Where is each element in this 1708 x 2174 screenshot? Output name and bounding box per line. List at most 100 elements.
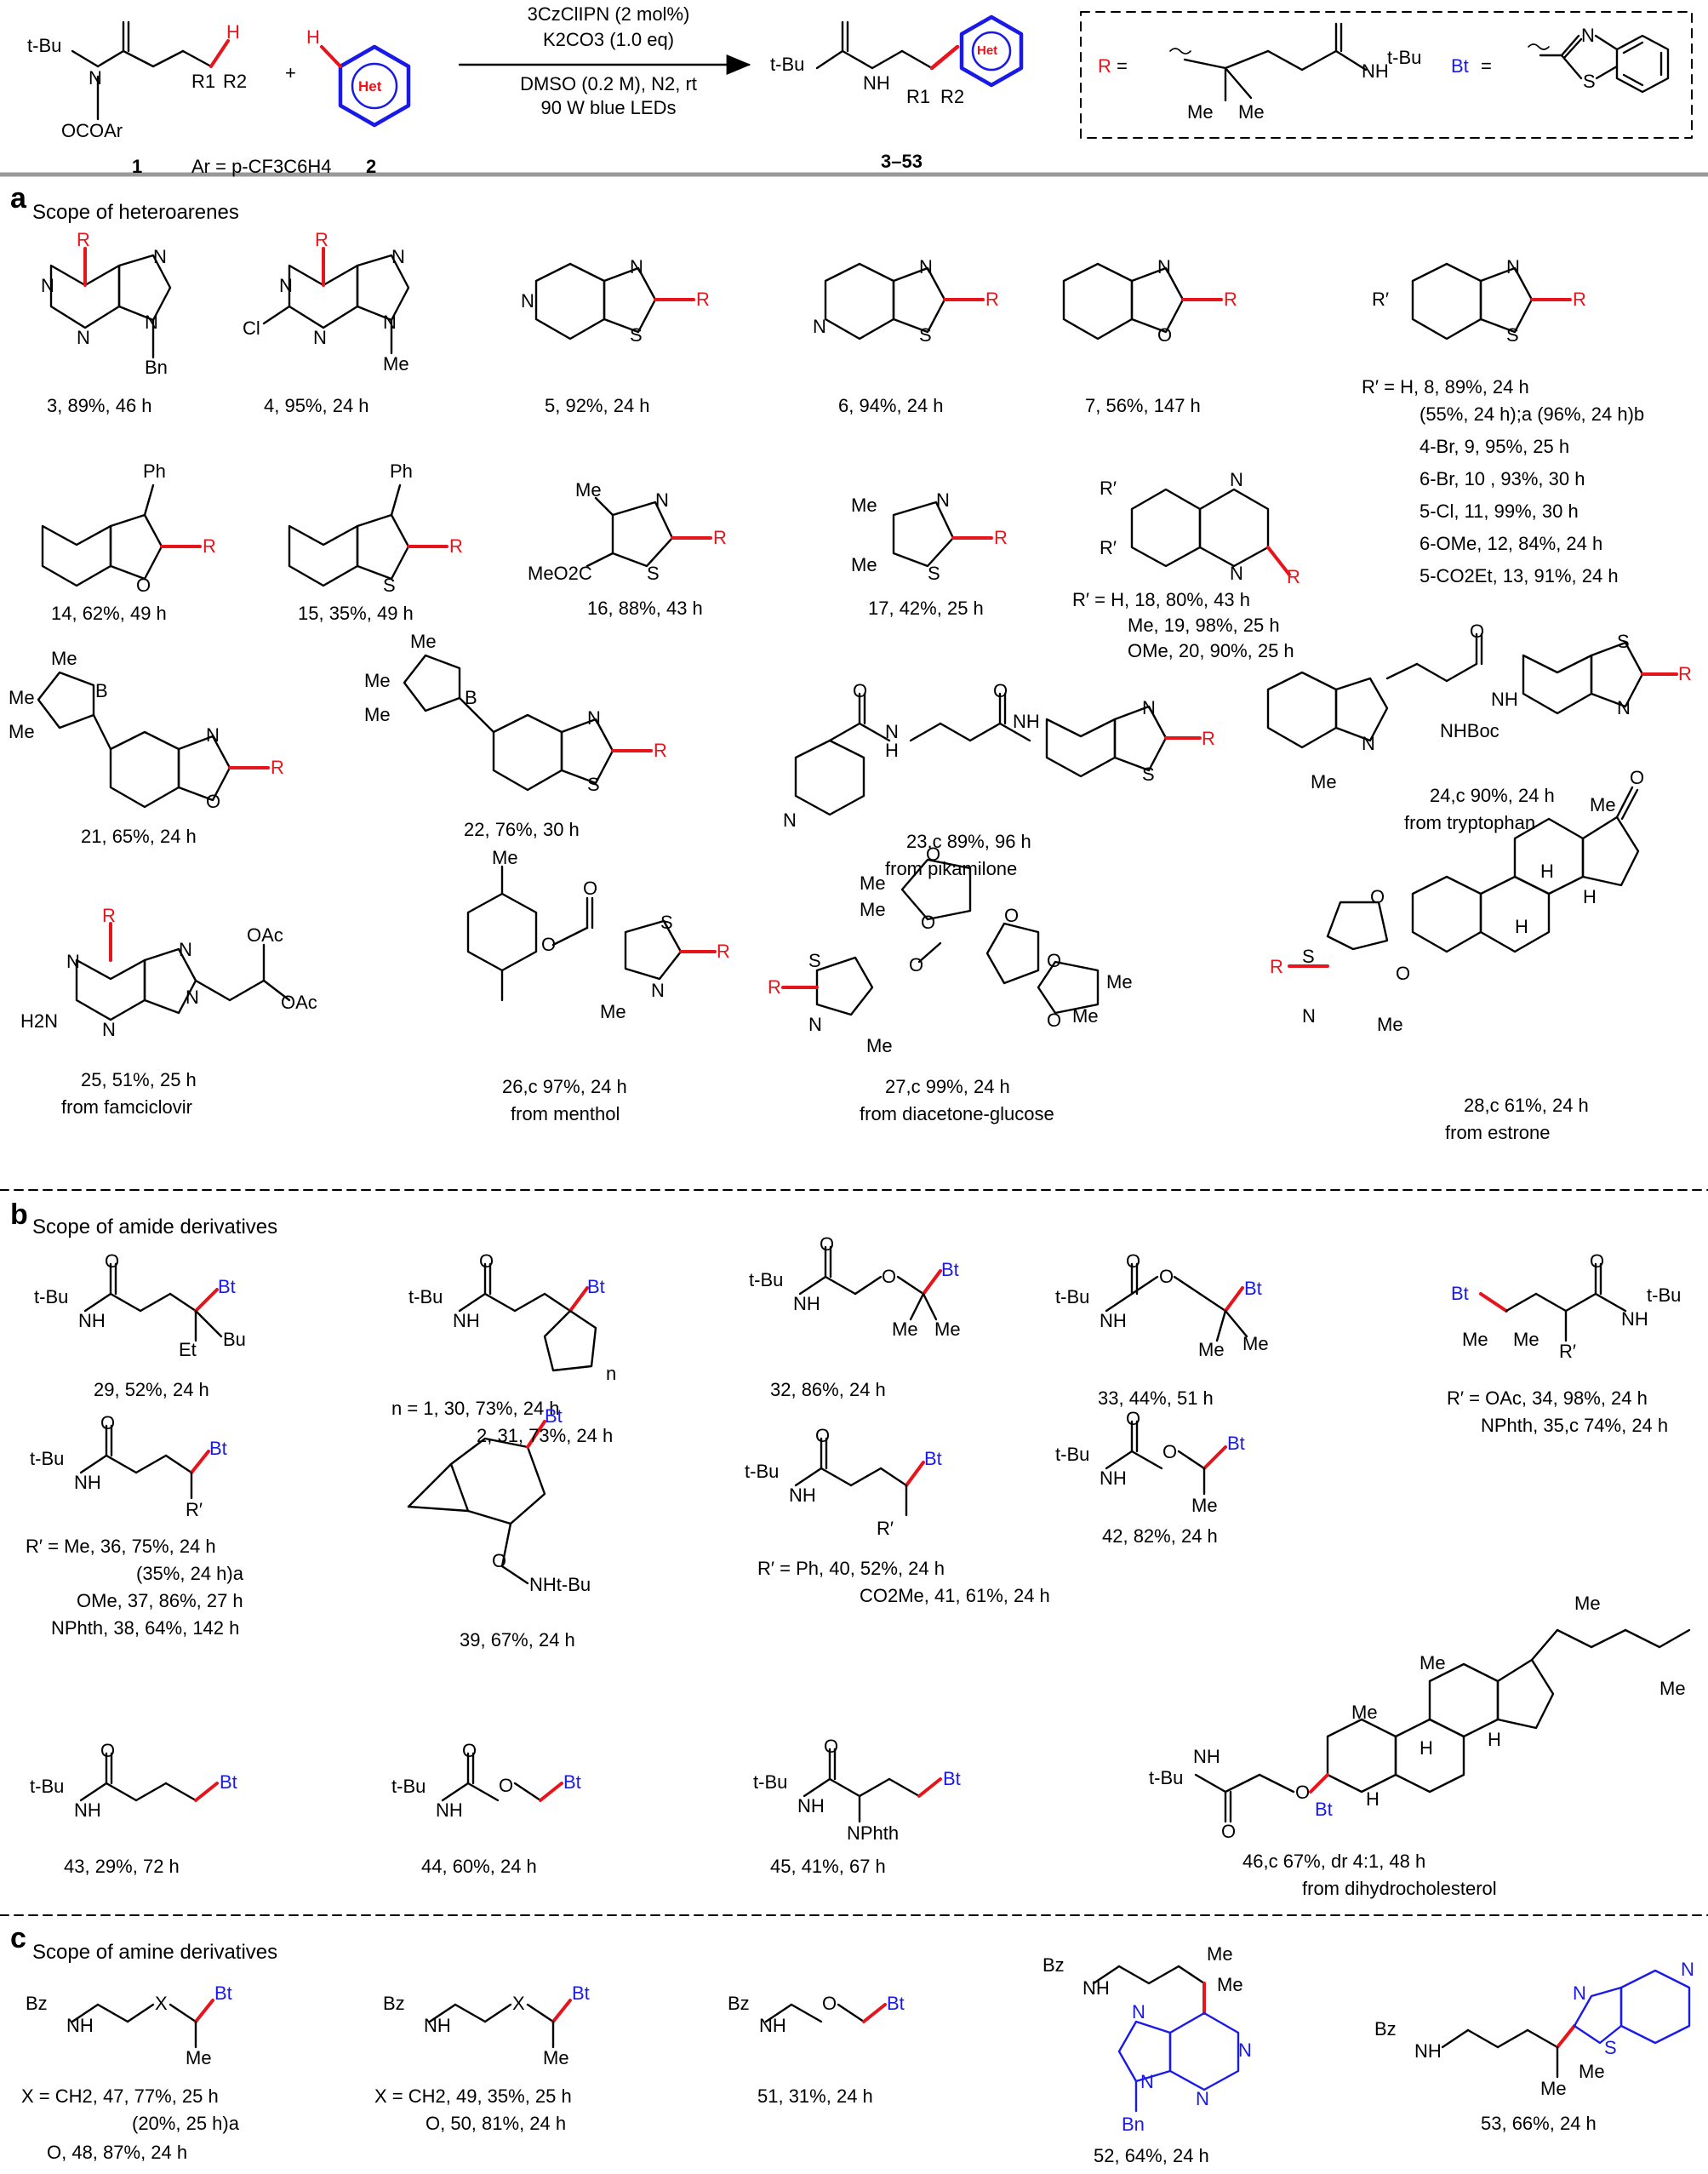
atom-n-4b: N — [313, 327, 327, 348]
atom-bt-45: Bt — [943, 1768, 961, 1789]
caption-18: R′ = H, 18, 80%, 43 h — [1072, 589, 1250, 610]
reactant-1-skeleton — [71, 20, 230, 121]
atom-bt-39: Bt — [545, 1405, 563, 1427]
structure-5 — [534, 262, 695, 340]
atom-nhtbu-39: NHt-Bu — [529, 1574, 591, 1595]
atom-bn-52: Bn — [1122, 2114, 1145, 2135]
atom-o-7: O — [1157, 324, 1173, 346]
atom-me-53b: Me — [1579, 2061, 1605, 2082]
caption-21: 21, 65%, 24 h — [81, 826, 197, 847]
atom-ph-15: Ph — [390, 461, 413, 482]
atom-tbu-43: t-Bu — [30, 1776, 65, 1797]
caption-40: R′ = Ph, 40, 52%, 24 h — [757, 1558, 945, 1579]
atom-bt-44: Bt — [563, 1771, 581, 1793]
caption-36: R′ = Me, 36, 75%, 24 h — [26, 1536, 216, 1557]
caption-35: NPhth, 35,c 74%, 24 h — [1481, 1415, 1669, 1436]
atom-s-53: S — [1604, 2037, 1617, 2058]
atom-me-21a: Me — [51, 648, 77, 669]
atom-o-51: O — [822, 1993, 837, 2014]
atom-tbu-1: t-Bu — [27, 35, 62, 56]
atom-me-49: Me — [543, 2047, 569, 2068]
structure-42 — [1105, 1420, 1227, 1496]
atom-r-18: R — [1287, 566, 1300, 587]
atom-me-22b: Me — [364, 670, 391, 691]
atom-n-4c: N — [391, 246, 405, 267]
caption-23: 23,c 89%, 96 h — [906, 831, 1031, 852]
section-c-letter: c — [10, 1922, 26, 1954]
section-c-title: Scope of amine derivatives — [32, 1941, 278, 1964]
atom-bt-40: Bt — [924, 1448, 942, 1469]
section-b-letter: b — [10, 1199, 28, 1231]
atom-o-21: O — [206, 791, 221, 812]
atom-nh-44: NH — [436, 1799, 463, 1821]
structure-26 — [466, 865, 717, 1002]
caption-52: 52, 64%, 24 h — [1094, 2145, 1209, 2166]
atom-n-28: N — [1302, 1005, 1316, 1027]
atom-b-21: B — [95, 680, 108, 701]
atom-nh-24: NH — [1491, 689, 1518, 710]
atom-nh-36: NH — [74, 1472, 101, 1493]
reactant-2-label: 2 — [366, 156, 377, 177]
caption-41: CO2Me, 41, 61%, 24 h — [860, 1585, 1050, 1606]
structure-39 — [407, 1420, 546, 1585]
atom-n-22: N — [587, 707, 601, 729]
caption-46-source: from dihydrocholesterol — [1302, 1878, 1497, 1899]
atom-o-26a: O — [541, 934, 557, 955]
caption-23-source: from pikamilone — [885, 858, 1018, 879]
atom-s-27: S — [808, 950, 821, 971]
atom-n-18a: N — [1230, 469, 1243, 490]
atom-r-5: R — [696, 289, 710, 310]
atom-oac-25a: OAc — [247, 924, 283, 946]
atom-n-27: N — [808, 1014, 822, 1035]
atom-o-28b: O — [1396, 963, 1411, 984]
atom-me-27d: Me — [1072, 1005, 1099, 1027]
atom-nh-30: NH — [453, 1310, 480, 1331]
structure-22 — [403, 654, 653, 792]
r-def-me1: Me — [1187, 101, 1214, 123]
atom-bt-51: Bt — [887, 1993, 905, 2014]
caption-33: 33, 44%, 51 h — [1098, 1387, 1214, 1409]
atom-nh-product: NH — [863, 72, 890, 94]
atom-o-28c: O — [1370, 886, 1385, 907]
structure-28 — [1288, 786, 1640, 968]
atom-o-27b: O — [921, 912, 936, 933]
atom-n-52c: N — [1196, 2088, 1209, 2109]
atom-o-46a: O — [1221, 1821, 1237, 1842]
atom-o-29: O — [105, 1250, 120, 1272]
caption-14: 14, 62%, 49 h — [51, 603, 167, 624]
atom-nh-43: NH — [74, 1799, 101, 1821]
atom-n-3a: N — [41, 275, 54, 296]
atom-o-42b: O — [1162, 1441, 1178, 1462]
atom-rp-8: R′ — [1372, 289, 1390, 310]
atom-n-53a: N — [1573, 1982, 1586, 2004]
atom-oac-25b: OAc — [281, 992, 317, 1013]
atom-r-7: R — [1224, 289, 1237, 310]
caption-28-source: from estrone — [1445, 1122, 1551, 1143]
structure-7 — [1062, 262, 1223, 340]
r-def-nh: NH — [1362, 60, 1389, 82]
caption-15: 15, 35%, 49 h — [298, 603, 414, 624]
atom-tbu-45: t-Bu — [753, 1771, 788, 1793]
atom-me-52b: Me — [1217, 1974, 1243, 1995]
atom-bt-33: Bt — [1244, 1278, 1262, 1299]
section-b-title: Scope of amide derivatives — [32, 1216, 278, 1239]
structure-51 — [764, 2003, 887, 2023]
atom-nphth-45: NPhth — [847, 1822, 900, 1844]
atom-me-46a: Me — [1351, 1702, 1378, 1723]
atom-r-28: R — [1270, 956, 1283, 977]
structure-15 — [288, 483, 448, 587]
atom-bu-29: Bu — [223, 1329, 246, 1350]
atom-o-26b: O — [583, 878, 598, 899]
caption-31: 2, 31, 73%, 24 h — [477, 1425, 614, 1446]
r-def-r: R — [1098, 55, 1111, 77]
structure-3 — [49, 247, 172, 359]
caption-25: 25, 51%, 25 h — [81, 1069, 197, 1090]
atom-h-2: H — [306, 26, 320, 48]
atom-me-26: Me — [492, 847, 518, 868]
atom-me-53a: Me — [1540, 2078, 1567, 2099]
caption-19: Me, 19, 98%, 25 h — [1128, 615, 1280, 636]
atom-n-52d: N — [1140, 2071, 1154, 2092]
atom-n-23a: N — [783, 810, 797, 831]
atom-rp-18a: R′ — [1100, 478, 1117, 499]
